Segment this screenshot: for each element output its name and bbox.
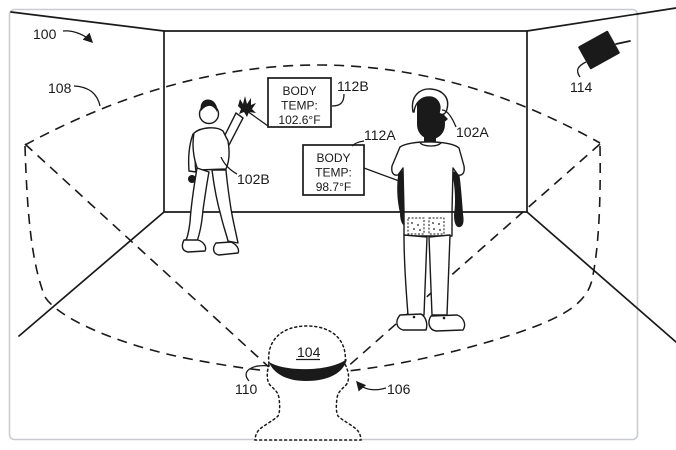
overlay-b-box (267, 77, 332, 128)
ceiling-edge-right (526, 7, 676, 32)
person-a-neck (424, 130, 436, 142)
ref-leader-112B (331, 93, 345, 107)
ref-label-114: 114 (570, 79, 593, 95)
ref-leader-112A (351, 140, 365, 147)
ref-label-112A: 112A (364, 127, 396, 143)
ar-headset-user (254, 325, 362, 441)
overlay-a-pointer-line (363, 167, 403, 183)
ref-label-100: 100 (33, 26, 57, 42)
fov-top-arc (24, 64, 601, 146)
overlay-a-line1: BODY (316, 151, 350, 165)
person-a-pocket-right (428, 217, 445, 235)
person-a-shirt (391, 141, 465, 213)
person-b-right-leg (211, 169, 239, 244)
ref-label-102A: 102A (456, 124, 489, 140)
ref-arrow-106 (356, 380, 387, 392)
person-a-right-leg (428, 234, 451, 316)
person-a-right-lace-dot (442, 316, 446, 320)
head-silhouette-mask (255, 326, 361, 440)
visor-icon (269, 359, 347, 381)
person-b-left-hand (188, 175, 196, 183)
person-b-figure (181, 96, 256, 256)
ref-label-112B: 112B (337, 78, 369, 94)
temp-overlay-b: BODY TEMP: 102.6°F (246, 77, 332, 128)
ref-leader-102A (441, 109, 457, 128)
overlay-b-line2: TEMP: (281, 99, 318, 113)
overlay-b-pointer-line (246, 110, 269, 127)
overlay-a-line2: TEMP: (315, 166, 352, 180)
person-a-head (417, 92, 445, 139)
overlay-b-line3: 102.6°F (278, 113, 320, 127)
ref-leader-114 (576, 61, 587, 78)
overlay-b-line1: BODY (282, 84, 316, 98)
fov-dashed-boundary (24, 64, 601, 372)
ceiling-edge-left (10, 11, 165, 32)
fov-bottom-arc-right (347, 145, 601, 372)
ref-label-106: 106 (387, 381, 411, 397)
head-dotted-outline (254, 325, 362, 441)
person-a-pocket-left (407, 217, 425, 235)
person-b-torso (192, 127, 230, 171)
reference-labels: 100 108 114 112B 112A 102A 102B 104 110 … (33, 26, 593, 397)
person-a-figure (391, 88, 466, 332)
floor-edge-right (526, 211, 676, 343)
person-b-hair (200, 99, 218, 112)
fov-left-sight-line (24, 143, 272, 370)
camera-mount-line (615, 40, 631, 45)
ref-leader-102B (220, 156, 238, 175)
ref-label-102B: 102B (237, 171, 270, 187)
ref-arrow-100 (62, 30, 94, 44)
person-b-left-shoe (181, 239, 207, 253)
camera-icon (578, 30, 620, 70)
person-a-left-leg (403, 234, 428, 316)
person-b-right-shoe (212, 241, 240, 256)
floor-edge-left (18, 211, 165, 337)
overlay-a-box (302, 144, 365, 196)
person-b-raised-hand (238, 96, 256, 117)
person-a-hair (411, 88, 449, 116)
temp-overlay-a: BODY TEMP: 98.7°F (302, 144, 403, 196)
camera-device (578, 30, 631, 70)
person-a-collar (419, 142, 442, 147)
fov-bottom-arc-left (24, 145, 269, 372)
ref-label-108: 108 (48, 80, 72, 96)
person-a-right-shoe (428, 314, 466, 332)
ref-leader-108 (73, 85, 101, 107)
person-a-nose (441, 112, 448, 125)
ref-label-104: 104 (297, 344, 321, 360)
pocket-stipple-dots (411, 222, 441, 231)
ref-leader-110 (245, 365, 271, 382)
ref-label-110: 110 (235, 381, 258, 397)
person-a-left-lace-dot (412, 315, 416, 319)
person-a-right-arm (452, 171, 464, 228)
fov-right-sight-line (344, 143, 601, 370)
person-a-left-shoe (396, 313, 428, 331)
overlay-a-line3: 98.7°F (316, 180, 351, 194)
